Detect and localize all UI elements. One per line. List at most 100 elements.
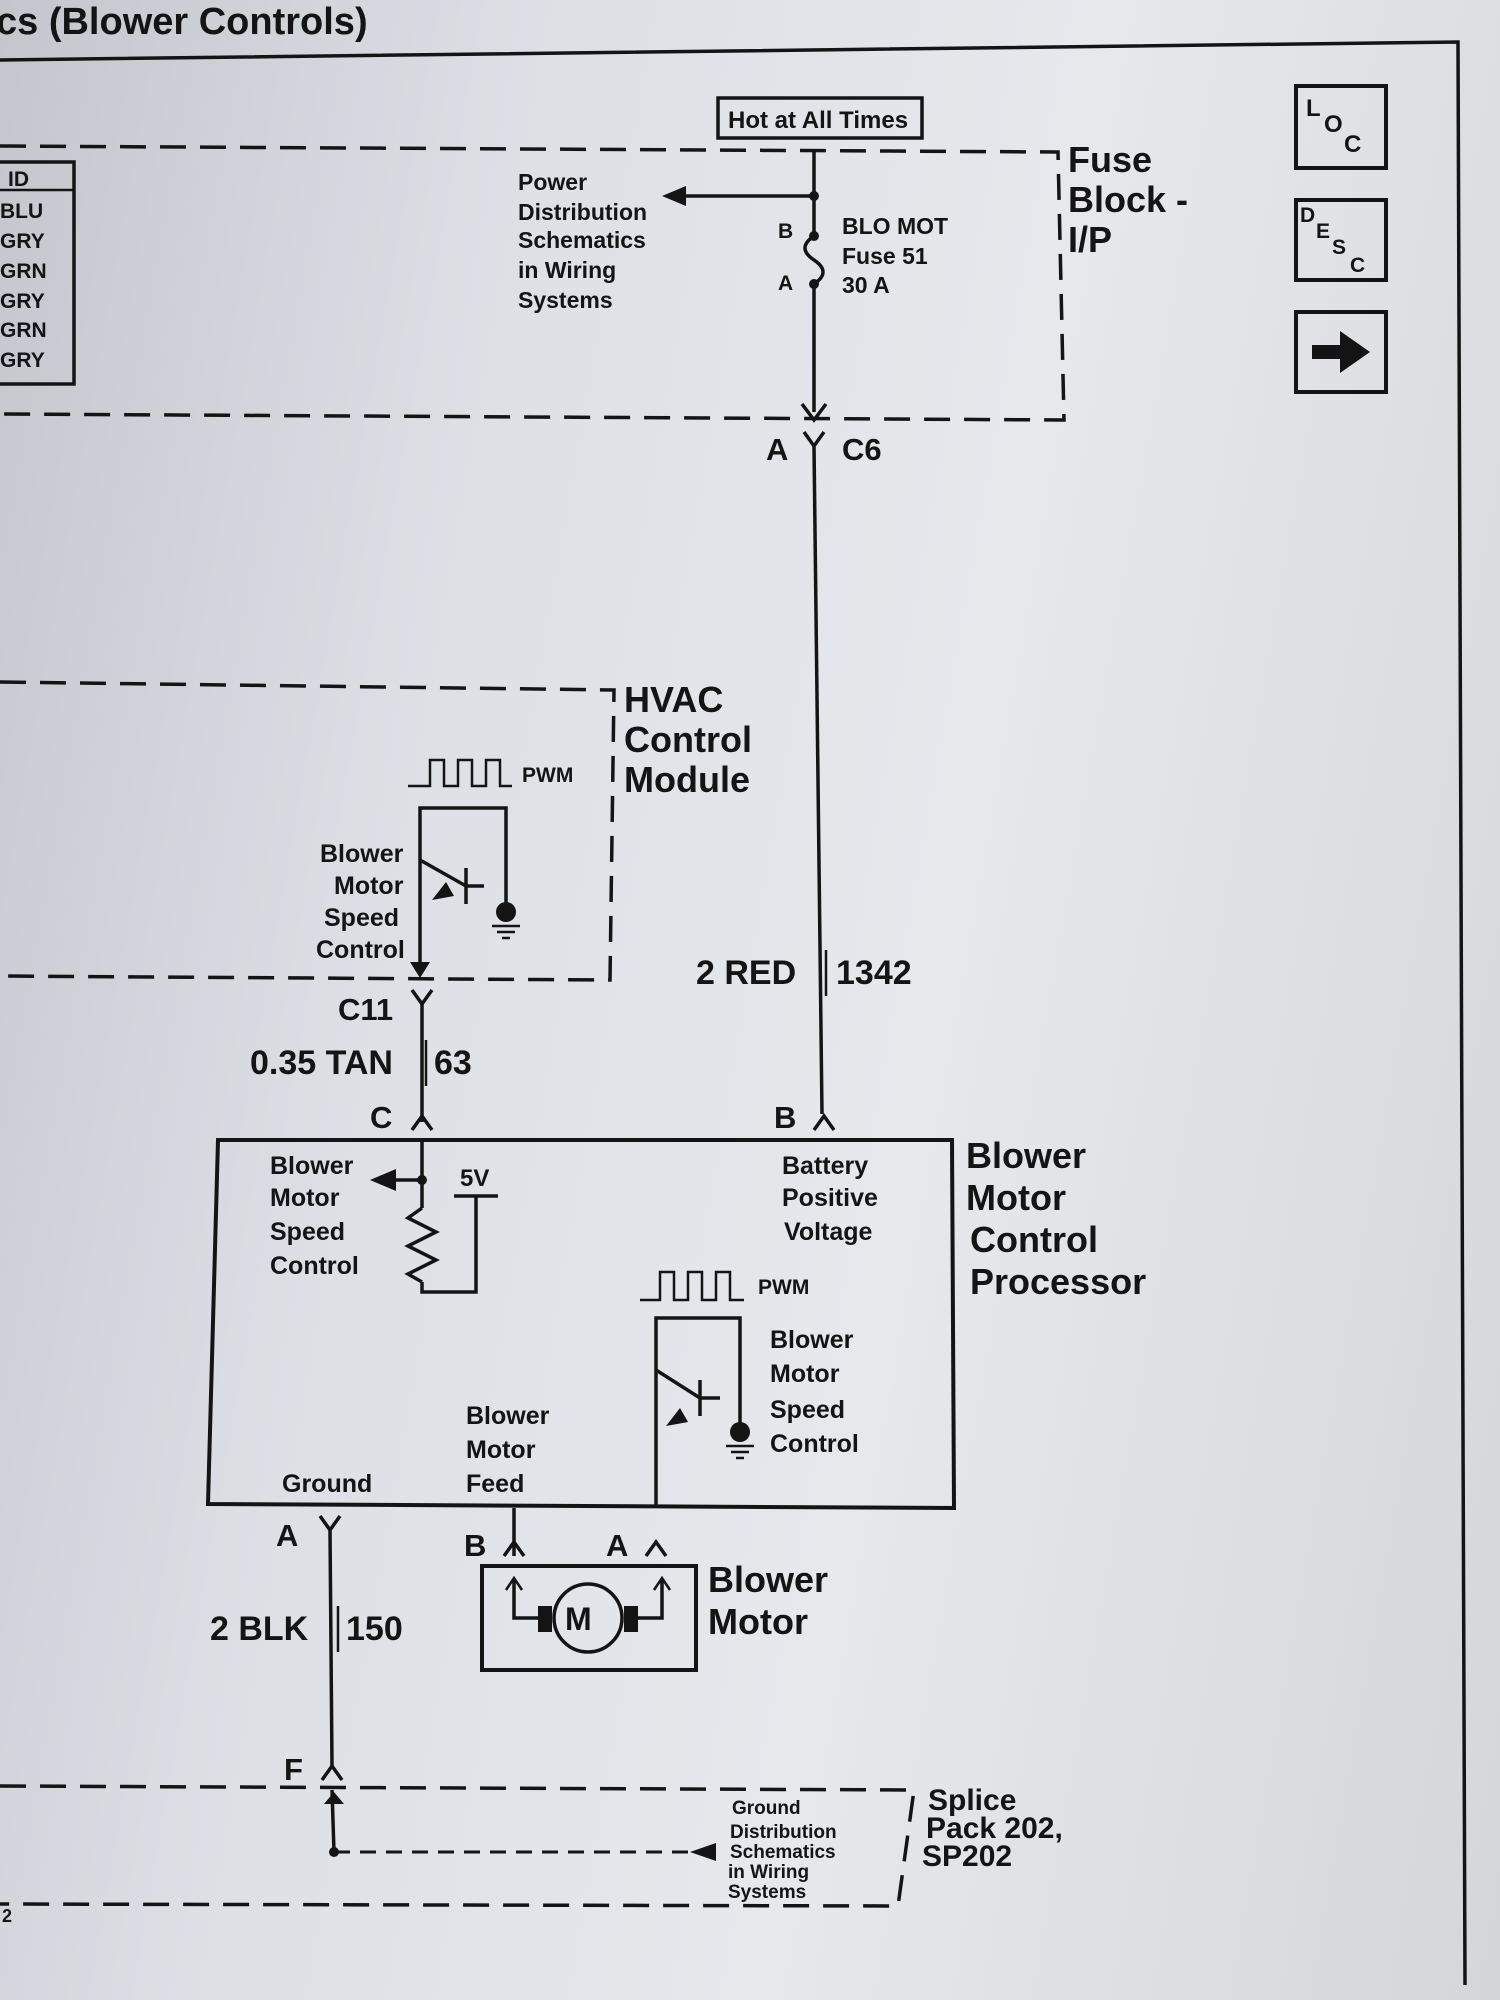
splice-dot [809,191,819,201]
resistor-icon [404,1206,440,1284]
blower-motor-control-processor [205,1138,957,1511]
processor-output-label: Blower [770,1326,854,1354]
hvac-module-boundary [0,680,616,982]
pwm-wave-icon [640,1270,744,1302]
processor-label: Control [970,1219,1098,1260]
arrow-up-icon [324,1792,344,1804]
pin-f: F [284,1752,303,1787]
connector-c11-name: C11 [338,992,393,1027]
processor-pin-c-symbol [410,1112,434,1132]
processor-feed-label: Motor [466,1436,536,1464]
power-distribution-label: Power [518,169,587,195]
power-distribution-label: Systems [518,287,613,313]
fuse-pin-a: A [778,272,793,295]
processor-speed-control-label: Blower [270,1152,354,1180]
red-wire-1342 [812,445,824,1115]
ground-distribution-label: Systems [728,1882,806,1903]
motor-brush-icon [538,1606,552,1632]
blower-motor-housing [480,1564,698,1672]
fuse-label: Fuse 51 [842,243,928,269]
connector-c6-name: C6 [842,432,882,467]
black-wire-circuit: 150 [346,1610,403,1648]
motor-brush-icon [624,1606,638,1632]
processor-pin-b-symbol [812,1112,836,1132]
loc-button[interactable]: L O C [1294,84,1388,170]
desc-button[interactable]: D E S C [1294,198,1388,282]
pin-b-feed-symbol [502,1538,526,1558]
next-arrow-button[interactable] [1294,310,1388,394]
hvac-module-label: Module [624,759,750,800]
table-header: ID [8,168,29,191]
svg-text:S: S [1332,236,1346,259]
pwm-wave-icon [408,758,512,788]
processor-label: Motor [966,1177,1066,1218]
fuse-block-label: Block - [1068,179,1188,220]
5v-label: 5V [460,1165,489,1192]
page-title: cs (Blower Controls) [0,1,368,43]
black-wire-gauge: 2 BLK [210,1610,309,1648]
motor-symbol-label: M [565,1601,592,1637]
pin-b-feed: B [464,1528,486,1563]
processor-speed-control-label: Motor [270,1184,340,1212]
hot-at-all-times-box [716,96,924,140]
pin-a-ground: A [276,1518,298,1553]
fuse-block-label: Fuse [1068,139,1152,180]
connector-c6-symbol [802,430,826,450]
splice-pack-label: SP202 [922,1840,1012,1873]
ground-distribution-label: Distribution [730,1822,837,1843]
ground-icon [496,902,516,922]
splice-pack-label: Pack 202, [926,1812,1063,1845]
processor-speed-control-label: Control [270,1252,359,1280]
processor-output-label: Motor [770,1360,840,1388]
black-wire-150 [328,1529,334,1767]
svg-text:C: C [1344,131,1361,158]
processor-pin-c: C [370,1100,392,1135]
fuse-pin-b: B [778,220,793,243]
processor-ground-label: Ground [282,1470,372,1498]
connector-c6-pin: A [766,432,788,467]
table-cell: GRN [0,319,47,342]
splice-pack-boundary [0,1784,917,1908]
svg-text:L: L [1306,95,1321,122]
page-frame [0,40,1467,1986]
wire-color-table: ID BLU GRY GRN GRY GRN GRY [0,160,76,386]
motor-icon [552,1582,624,1654]
battery-positive-label: Voltage [784,1218,873,1246]
processor-output-label: Control [770,1430,859,1458]
arrow-left-icon [690,1843,716,1861]
table-cell: GRN [0,260,47,283]
hvac-transistor-wiring [418,806,508,968]
pin-a-motor-symbol [644,1538,668,1558]
arrow-up-icon [652,1575,672,1591]
processor-feed-label: Blower [466,1402,550,1430]
power-distribution-label: in Wiring [518,257,616,283]
hvac-speed-control-label: Blower [320,840,404,868]
processor-pwm-label: PWM [758,1276,809,1299]
ground-distribution-label: Ground [732,1798,801,1819]
table-cell: GRY [0,290,45,313]
hvac-pwm-label: PWM [522,764,573,787]
motor-lead [512,1580,540,1620]
red-wire-circuit: 1342 [836,954,912,992]
red-wire-gauge: 2 RED [696,954,796,992]
processor-label: Processor [970,1261,1146,1302]
arrow-left-icon [370,1169,396,1191]
processor-transistor-wiring [654,1316,742,1508]
pin-f-symbol [320,1762,344,1782]
fuse-block-label: I/P [1068,219,1112,260]
power-distribution-label: Schematics [518,227,646,253]
ground-icon [730,1422,750,1442]
fuse-label: 30 A [842,272,890,298]
transistor-icon [666,1408,688,1426]
connector-c11-symbol [410,988,434,1008]
svg-text:C: C [1350,254,1365,277]
processor-output-label: Speed [770,1396,845,1424]
ground-distribution-label: Schematics [730,1842,836,1863]
processor-pin-b: B [774,1100,796,1135]
splice-pack-label: Splice [928,1784,1016,1817]
processor-feed-label: Feed [466,1470,524,1498]
arrow-left-icon [662,186,686,206]
transistor-icon [655,1368,701,1400]
battery-positive-label: Positive [782,1184,878,1212]
